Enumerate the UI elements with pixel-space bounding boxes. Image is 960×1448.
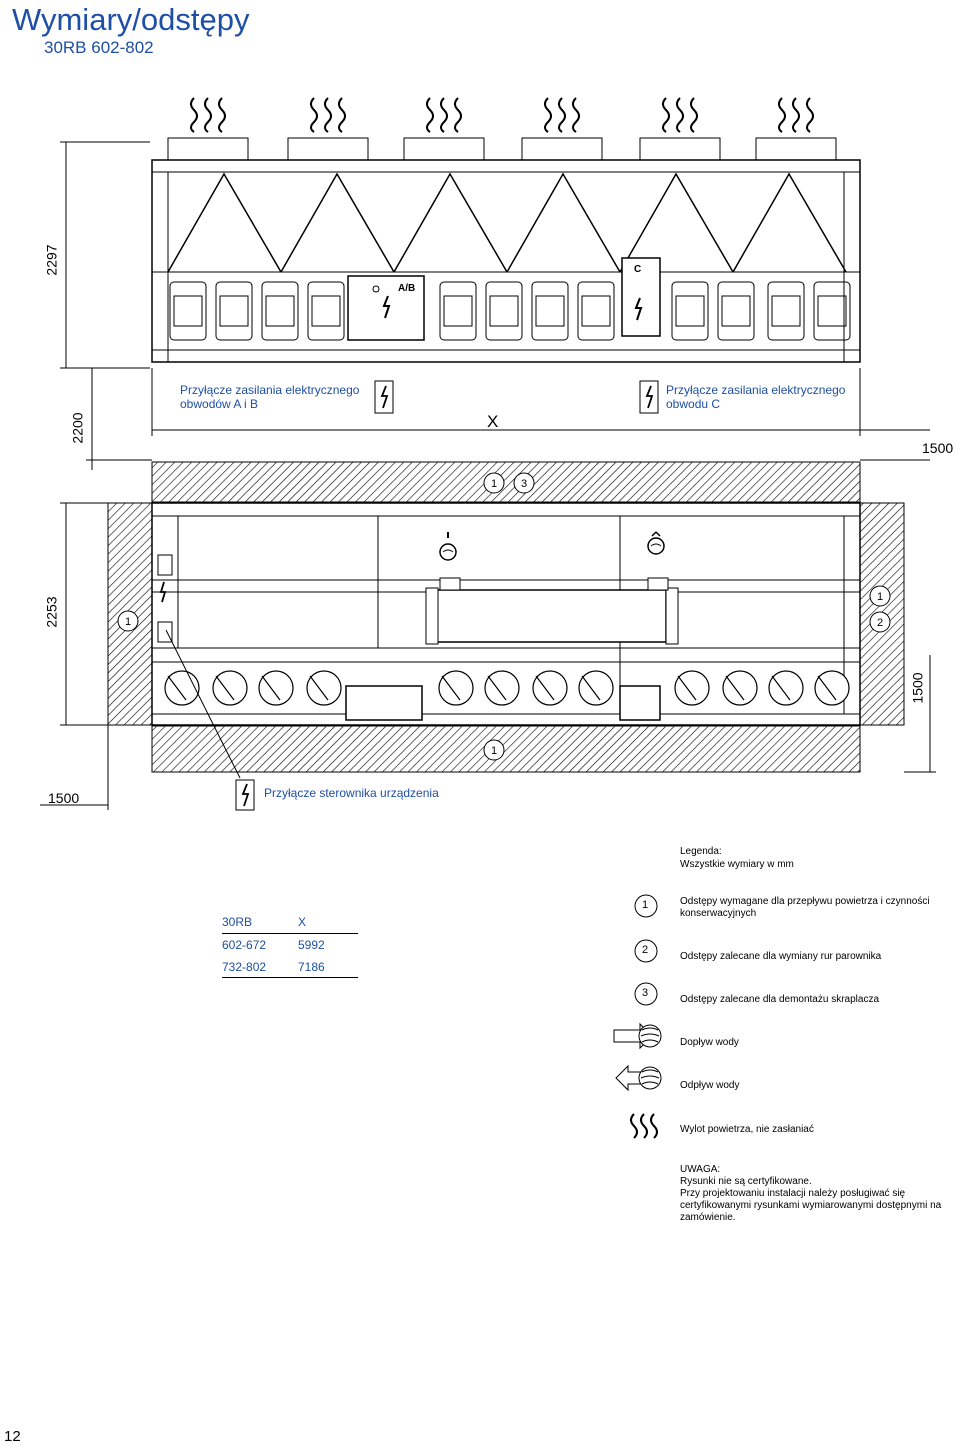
fan-housings xyxy=(167,137,837,161)
svg-text:1: 1 xyxy=(125,616,131,628)
legend-units: Wszystkie wymiary w mm xyxy=(680,859,794,870)
x-table-header: 30RB X xyxy=(222,910,358,934)
svg-text:1: 1 xyxy=(491,745,497,757)
panel-label-ab: A/B xyxy=(398,283,415,294)
table-row: 602-672 5992 xyxy=(222,934,358,956)
legend-item-3: Odstępy zalecane dla demontażu skraplacz… xyxy=(680,994,880,1005)
top-view: 1 3 1 1 2 1 xyxy=(40,461,936,811)
water-in-icon xyxy=(439,543,457,561)
legend-item-2: Odstępy zalecane dla wymiany rur parowni… xyxy=(680,951,882,962)
svg-text:1: 1 xyxy=(877,591,883,603)
x-table-header-model: 30RB xyxy=(222,914,253,929)
x-table: 30RB X 602-672 5992 732-802 7186 xyxy=(222,910,358,978)
callout-controller: Przyłącze sterownika urządzenia xyxy=(264,786,439,800)
legend-water-out-icon xyxy=(615,1064,662,1092)
legend-title: Legenda: xyxy=(680,846,722,857)
water-out-icon xyxy=(647,537,665,555)
legend-header: Legenda: Wszystkie wymiary w mm xyxy=(680,845,794,871)
svg-text:1: 1 xyxy=(491,478,497,490)
warning-line2: Przy projektowaniu instalacji należy pos… xyxy=(680,1188,942,1223)
dim-depth-unit: 2253 xyxy=(43,596,60,628)
legend-marker-3: 3 xyxy=(642,987,649,999)
svg-text:2: 2 xyxy=(877,617,883,629)
svg-text:3: 3 xyxy=(521,478,527,490)
dim-clearance-right-side: 1500 xyxy=(909,672,926,704)
table-cell: 732-802 xyxy=(222,959,267,974)
legend-symbols xyxy=(613,894,662,1139)
table-cell: 5992 xyxy=(298,938,325,952)
warning-line1: Rysunki nie są certyfikowane. xyxy=(680,1176,812,1187)
dim-clearance-left-bottom: 1500 xyxy=(48,790,80,806)
legend-water-in-icon xyxy=(613,1022,662,1050)
warning-note: UWAGA: Rysunki nie są certyfikowane. Prz… xyxy=(680,1164,950,1224)
legend-marker-1: 1 xyxy=(642,899,649,911)
page-number: 12 xyxy=(4,1428,21,1445)
legend-item-air-outlet: Wylot powietrza, nie zasłaniać xyxy=(680,1124,814,1135)
dim-width-x: X xyxy=(487,412,499,431)
dim-height-clearance: 2200 xyxy=(69,412,86,444)
dim-height-unit: 2297 xyxy=(43,244,60,276)
legend-air-outlet-icon xyxy=(630,1113,658,1139)
panel-label-c: C xyxy=(634,264,641,275)
control-box-c xyxy=(621,257,661,337)
callout-power-ab: Przyłącze zasilania elektrycznego obwodó… xyxy=(180,383,360,411)
front-elevation: A/B C xyxy=(60,97,930,470)
table-cell: 7186 xyxy=(298,959,325,974)
x-table-header-x: X xyxy=(298,914,307,929)
legend-item-water-in: Dopływ wody xyxy=(680,1037,739,1048)
air-outlet-icon xyxy=(190,97,814,133)
table-row: 732-802 7186 xyxy=(222,956,358,978)
dim-clearance-right-top: 1500 xyxy=(922,440,954,456)
table-cell: 602-672 xyxy=(222,938,267,952)
legend-item-1: Odstępy wymagane dla przepływu powietrza… xyxy=(680,896,930,919)
control-box-ab xyxy=(347,275,425,341)
page-title: Wymiary/odstępy xyxy=(12,2,250,37)
legend-marker-2: 2 xyxy=(642,944,649,956)
legend-item-water-out: Odpływ wody xyxy=(680,1080,740,1091)
warning-title: UWAGA: xyxy=(680,1164,721,1175)
callout-power-c: Przyłącze zasilania elektrycznego obwodu… xyxy=(666,383,846,411)
page-subtitle: 30RB 602-802 xyxy=(44,38,154,57)
